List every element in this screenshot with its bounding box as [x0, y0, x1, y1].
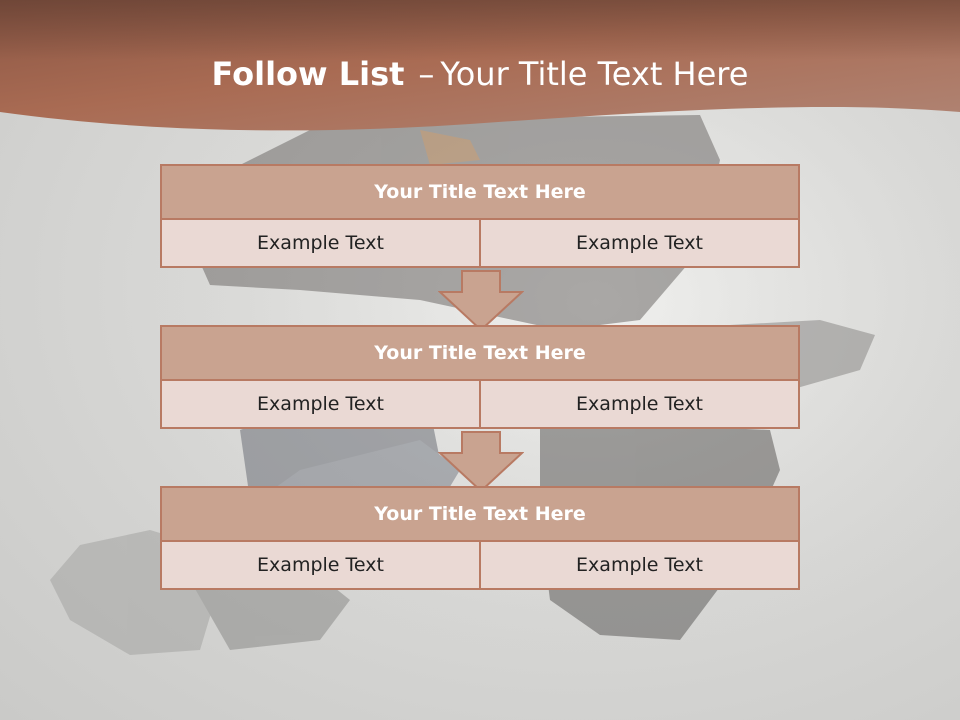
block-cell-left[interactable]: Example Text — [160, 220, 481, 268]
block-title[interactable]: Your Title Text Here — [160, 486, 800, 542]
block-cell-right[interactable]: Example Text — [481, 220, 800, 268]
block-cell-right[interactable]: Example Text — [481, 381, 800, 429]
list-block-1: Your Title Text Here Example Text Exampl… — [160, 164, 800, 268]
block-row: Example Text Example Text — [160, 381, 800, 429]
list-block-2: Your Title Text Here Example Text Exampl… — [160, 325, 800, 429]
list-block-3: Your Title Text Here Example Text Exampl… — [160, 486, 800, 590]
slide-title-bold: Follow List — [211, 55, 405, 93]
slide-title-rest: Your Title Text Here — [440, 55, 749, 93]
slide-title: Follow List–Your Title Text Here — [0, 52, 960, 96]
block-title[interactable]: Your Title Text Here — [160, 325, 800, 381]
header-band — [0, 0, 960, 131]
block-cell-left[interactable]: Example Text — [160, 542, 481, 590]
down-arrow-2 — [438, 431, 524, 493]
block-row: Example Text Example Text — [160, 220, 800, 268]
block-title[interactable]: Your Title Text Here — [160, 164, 800, 220]
block-row: Example Text Example Text — [160, 542, 800, 590]
down-arrow-1 — [438, 270, 524, 332]
block-cell-left[interactable]: Example Text — [160, 381, 481, 429]
block-cell-right[interactable]: Example Text — [481, 542, 800, 590]
slide-title-dash: – — [418, 55, 435, 93]
